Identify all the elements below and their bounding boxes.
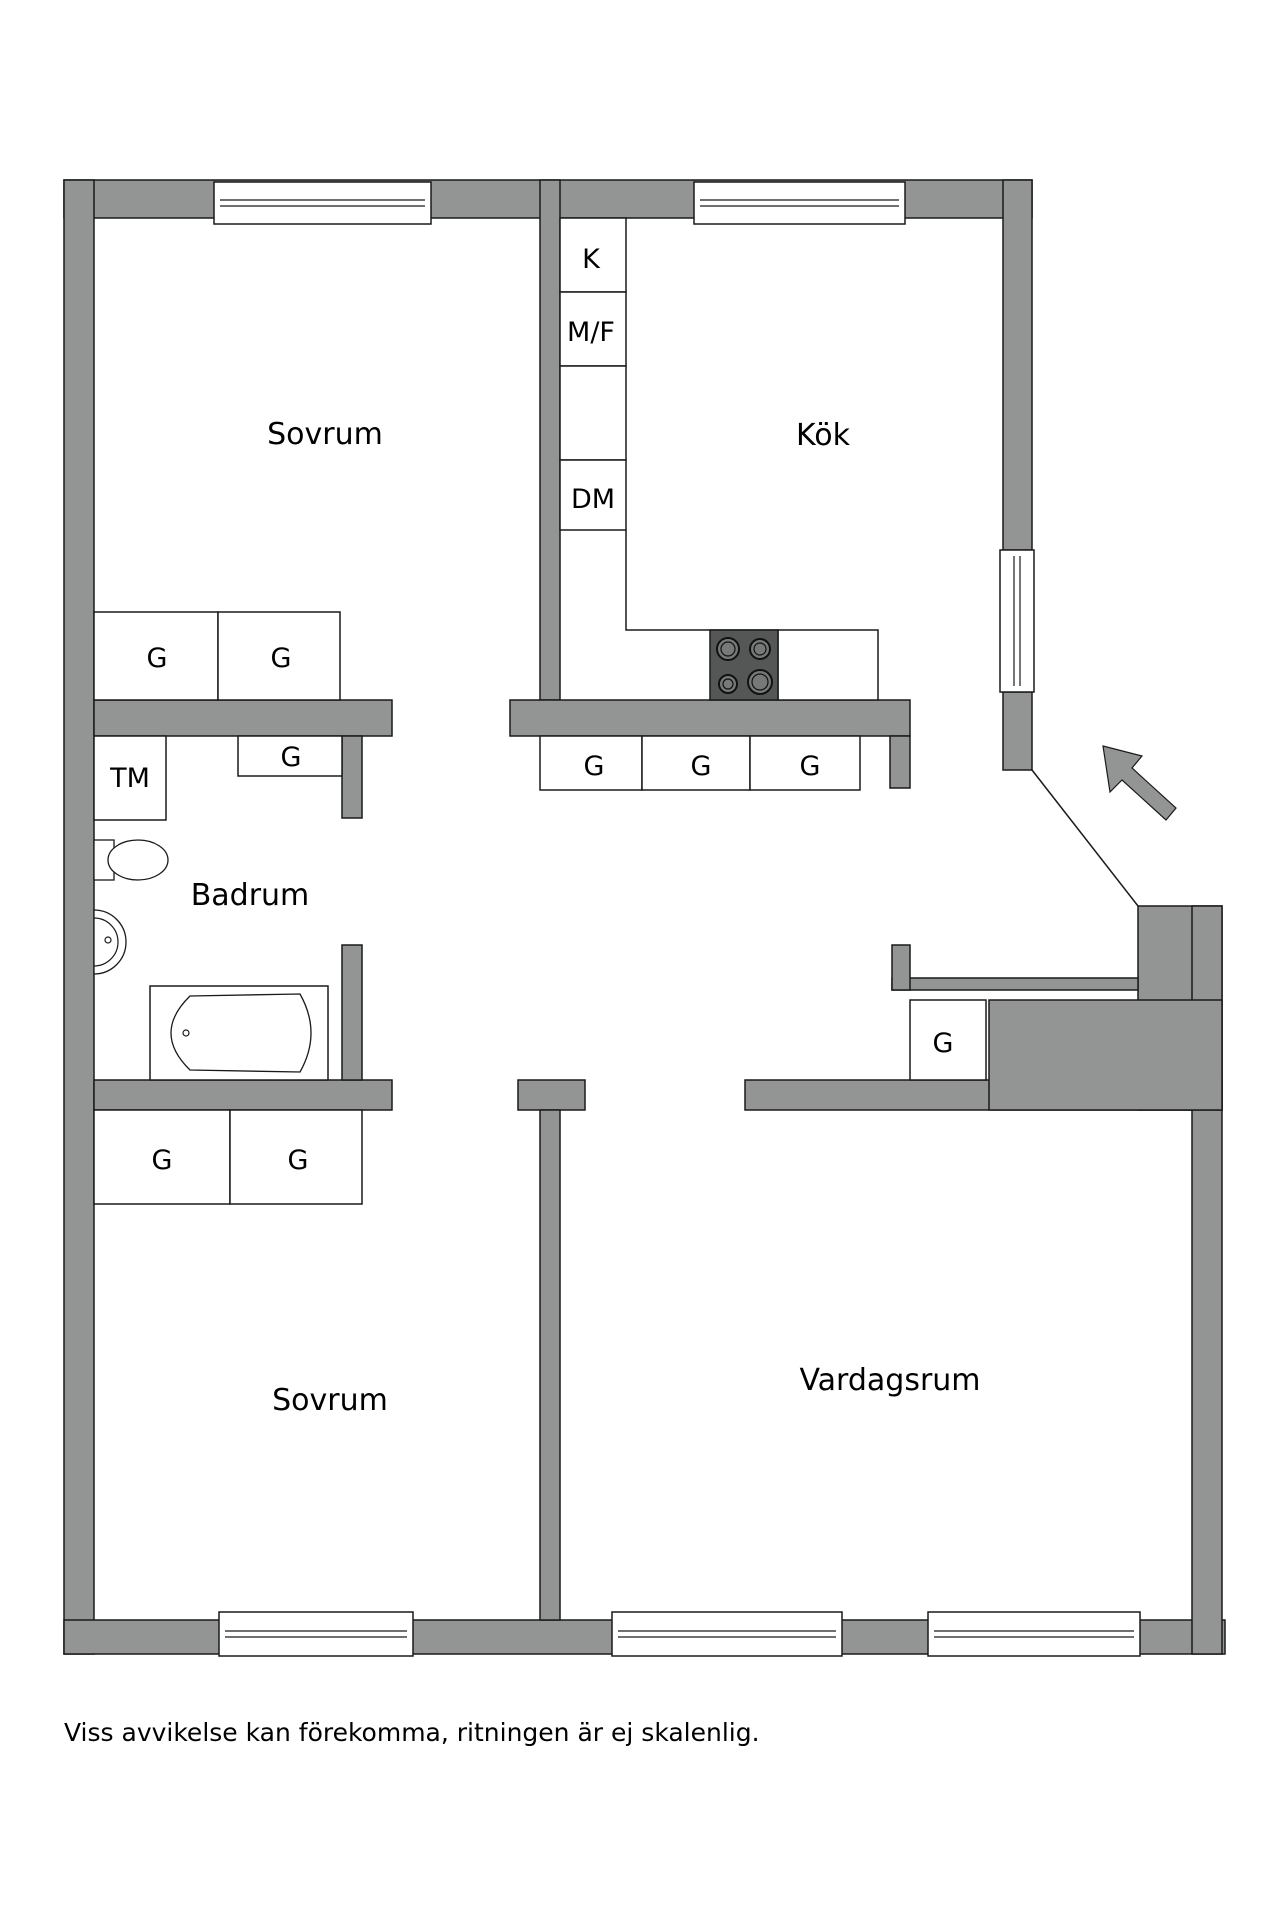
- window: [213, 181, 432, 225]
- wall: [1002, 691, 1033, 771]
- kitchen-dishwasher-label: DM: [571, 484, 615, 515]
- kitchen-fridge-label: K: [582, 244, 601, 275]
- stove-burner: [718, 674, 738, 694]
- window: [611, 1611, 843, 1657]
- wardrobe: [93, 611, 219, 701]
- washing-machine: [93, 735, 167, 821]
- entrance-arrow-icon: [1102, 745, 1177, 821]
- toilet-bowl: [107, 839, 169, 881]
- wardrobe: [641, 735, 751, 791]
- wardrobe: [217, 611, 341, 701]
- wardrobe-label: G: [281, 742, 302, 773]
- bathtub-drain: [182, 1029, 190, 1037]
- wardrobe-label: G: [147, 643, 168, 674]
- window: [218, 1611, 414, 1657]
- stove-icon: [709, 629, 779, 701]
- kitchen-cabinet: [559, 365, 627, 461]
- window-frame: [693, 181, 906, 225]
- wardrobe: [749, 735, 861, 791]
- wall: [517, 1079, 586, 1111]
- kitchen-counter: [777, 629, 879, 701]
- kitchen-counter-edge: [625, 530, 778, 631]
- wall: [341, 735, 363, 819]
- bathtub-icon: [149, 985, 329, 1081]
- stove-burner-ring: [722, 678, 734, 690]
- room-label-badrum: Badrum: [191, 878, 310, 913]
- wardrobe-label: G: [691, 751, 712, 782]
- room-label-kok: Kök: [796, 418, 851, 453]
- window: [693, 181, 906, 225]
- dishwasher: [559, 459, 627, 531]
- wall: [539, 179, 561, 701]
- window-frame: [213, 181, 432, 225]
- wall: [341, 944, 363, 1081]
- stove-burner-ring: [751, 673, 769, 691]
- wall: [539, 1109, 561, 1621]
- toilet-icon: [93, 839, 169, 881]
- wall: [1002, 179, 1033, 551]
- room-label-sovrum-top: Sovrum: [267, 417, 383, 452]
- labels: Sovrum Kök Badrum Sovrum Vardagsrum K M/…: [109, 244, 980, 1418]
- wardrobe-label: G: [271, 643, 292, 674]
- fridge: [559, 217, 627, 293]
- wall: [891, 977, 1139, 991]
- window: [999, 549, 1035, 693]
- entrance-door-line: [1031, 769, 1139, 907]
- wardrobe-label: G: [800, 751, 821, 782]
- sink-icon: [93, 909, 127, 975]
- room-label-vardagsrum: Vardagsrum: [799, 1363, 980, 1398]
- wardrobe-label: G: [584, 751, 605, 782]
- stove-burner: [749, 638, 771, 660]
- windows: [213, 181, 1141, 1657]
- wall: [93, 699, 393, 737]
- kitchen-fridge-freezer-label: M/F: [567, 317, 615, 348]
- wardrobe: [237, 735, 343, 777]
- room-label-sovrum-bottom: Sovrum: [272, 1383, 388, 1418]
- window: [927, 1611, 1141, 1657]
- stove-burner: [716, 637, 740, 661]
- walls: [63, 179, 1226, 1655]
- wall: [509, 699, 911, 737]
- stove-burner-ring: [720, 641, 736, 657]
- wall: [891, 944, 911, 991]
- wardrobe-label: G: [288, 1145, 309, 1176]
- window-frame: [218, 1611, 414, 1657]
- sink-drain: [104, 936, 112, 944]
- sink-rim: [93, 917, 119, 967]
- wardrobe-label: G: [933, 1028, 954, 1059]
- disclaimer-text: Viss avvikelse kan förekomma, ritningen …: [64, 1718, 760, 1747]
- fixtures: [93, 217, 1177, 1205]
- wall: [889, 735, 911, 789]
- wall: [63, 179, 95, 1655]
- stove-burner-ring: [753, 642, 767, 656]
- wall: [93, 1079, 393, 1111]
- wardrobe: [909, 999, 987, 1081]
- wall: [988, 999, 1223, 1111]
- fridge-freezer: [559, 291, 627, 367]
- bath-washer-label: TM: [109, 763, 150, 794]
- wardrobe: [93, 1109, 231, 1205]
- bathtub-basin: [170, 993, 312, 1073]
- wardrobe-label: G: [152, 1145, 173, 1176]
- window-frame: [999, 549, 1035, 693]
- window-frame: [611, 1611, 843, 1657]
- wardrobe: [229, 1109, 363, 1205]
- window-frame: [927, 1611, 1141, 1657]
